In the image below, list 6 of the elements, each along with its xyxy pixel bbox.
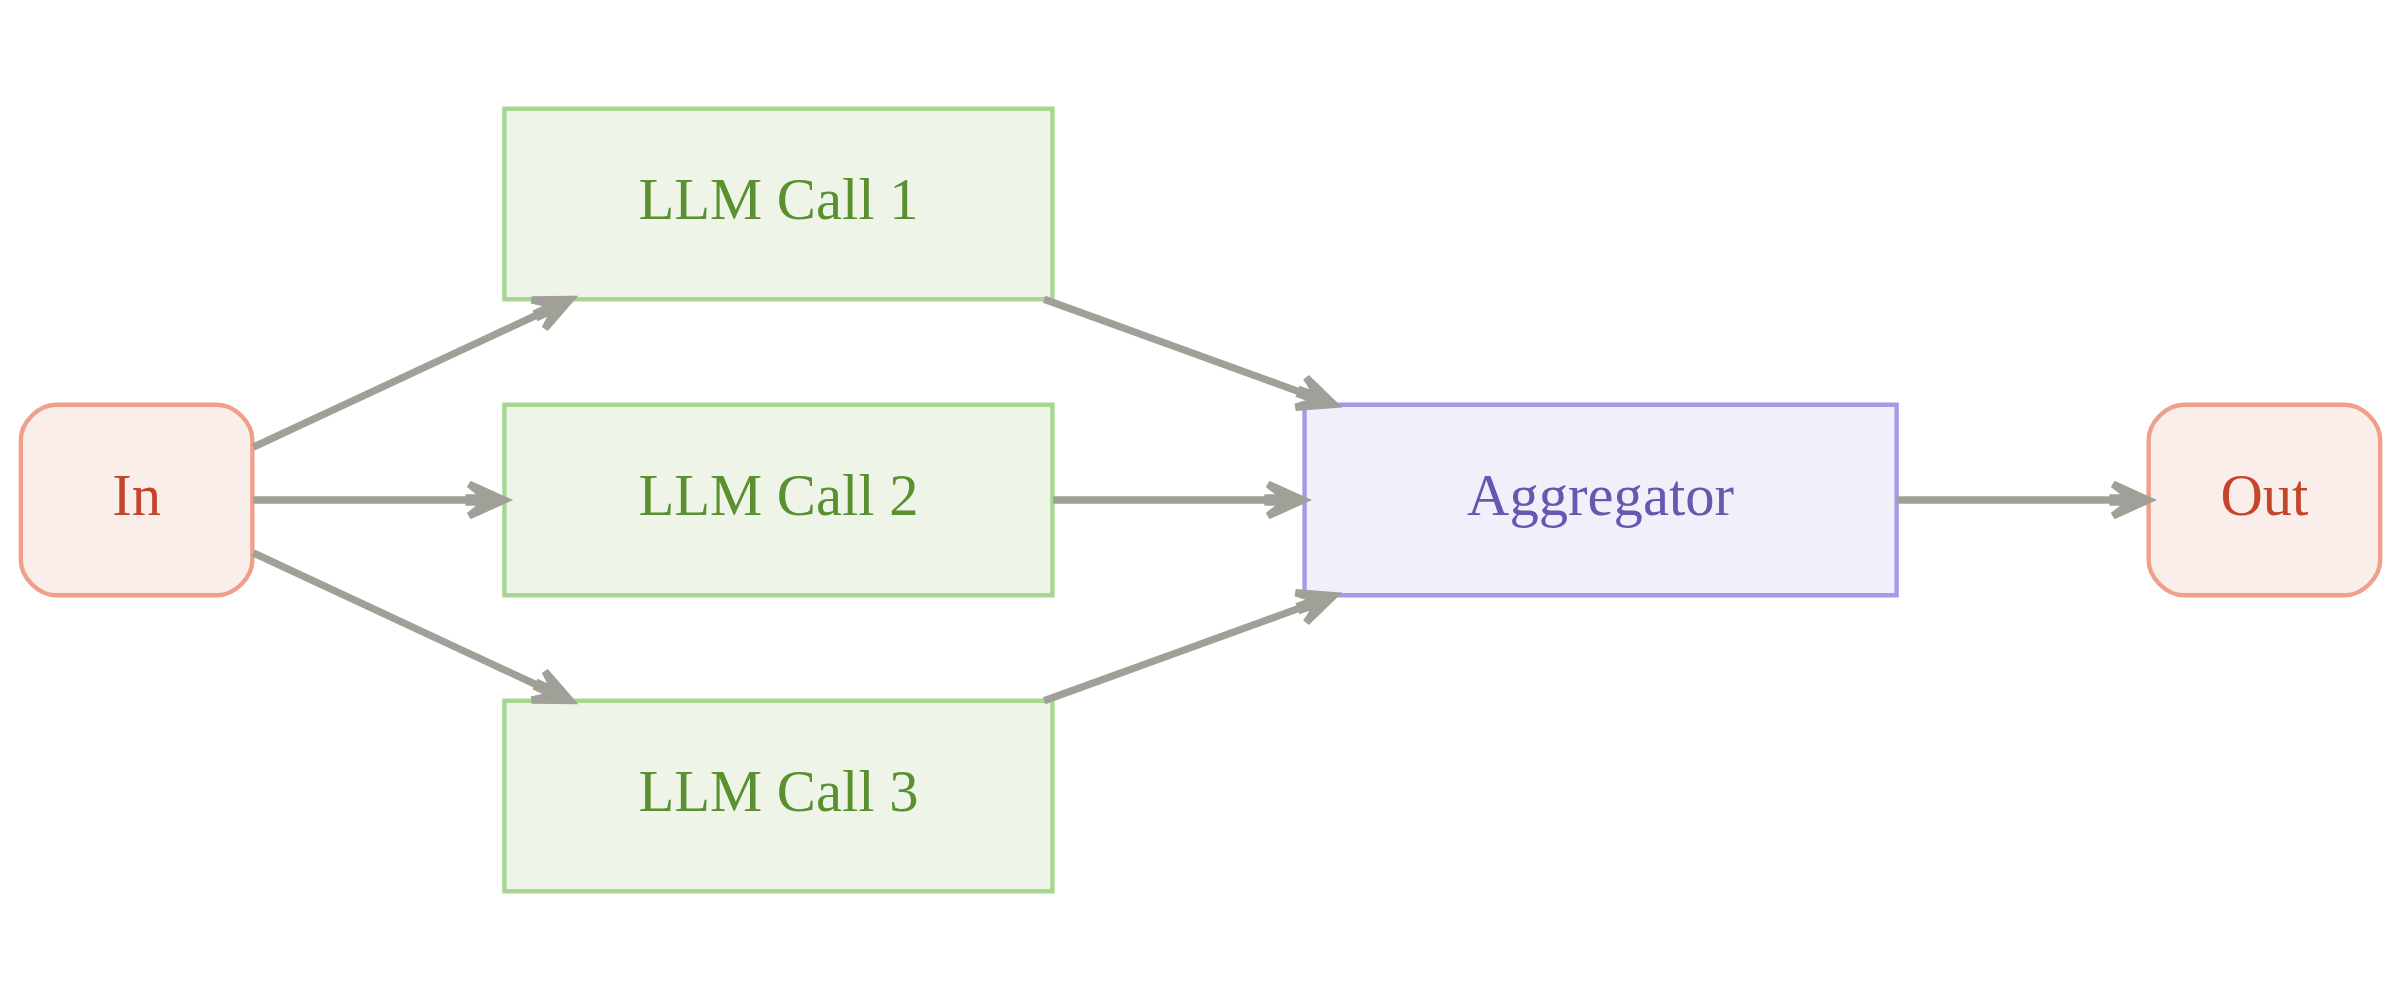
node-box: In — [18, 402, 255, 598]
node-box: Out — [2146, 402, 2383, 598]
node-box: LLM Call 2 — [502, 402, 1055, 598]
node-box: LLM Call 1 — [502, 106, 1055, 302]
node-box: LLM Call 3 — [502, 698, 1055, 894]
node-box: Aggregator — [1302, 402, 1899, 598]
